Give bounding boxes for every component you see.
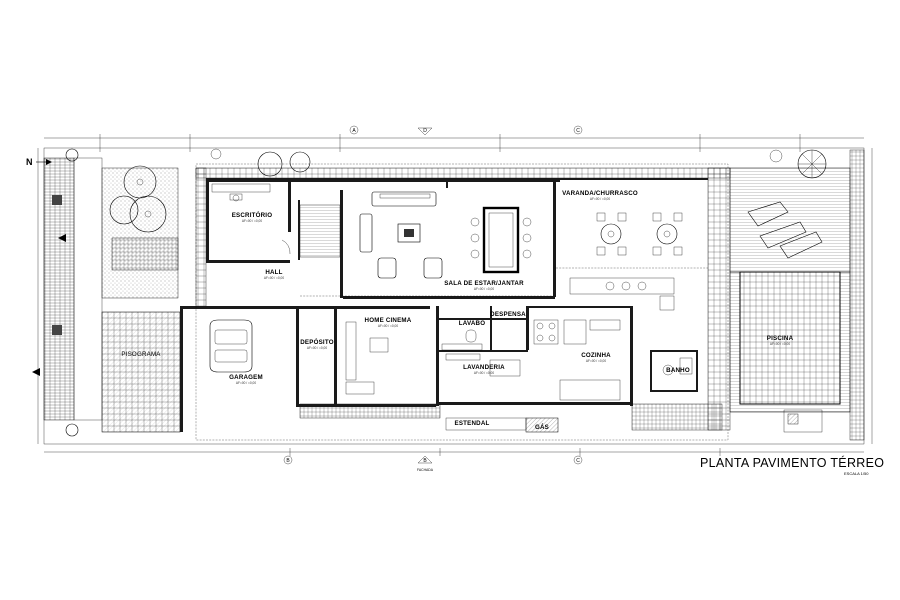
room-label-lavabo: LAVABO bbox=[459, 320, 485, 327]
roof-overhang bbox=[195, 163, 729, 441]
svg-text:AF=00 / =0,00: AF=00 / =0,00 bbox=[236, 381, 256, 385]
pool-area bbox=[729, 149, 865, 441]
house-outline bbox=[195, 167, 731, 431]
svg-text:AF=00 / =0,00: AF=00 / =0,00 bbox=[474, 287, 494, 291]
drawing-title: PLANTA PAVIMENTO TÉRREO bbox=[700, 455, 884, 470]
drawing-scale: ESCALA 1/50 bbox=[844, 471, 869, 476]
grid-mark-top: D bbox=[417, 127, 433, 136]
grid-mark-bottom: C bbox=[573, 455, 583, 465]
room-label-pisograma: PISOGRAMA bbox=[121, 351, 161, 358]
grid-mark-top: A bbox=[349, 125, 359, 135]
entrance-arrow-icon bbox=[58, 234, 66, 242]
svg-text:C: C bbox=[576, 458, 580, 464]
svg-text:N: N bbox=[26, 157, 33, 167]
entrance-arrow-icon bbox=[32, 368, 40, 376]
svg-text:AF=00 / =0,00: AF=00 / =0,00 bbox=[590, 197, 610, 201]
svg-text:B: B bbox=[423, 458, 427, 464]
svg-text:A: A bbox=[352, 128, 356, 134]
svg-text:AF=00 / =0,00: AF=00 / =0,00 bbox=[474, 371, 494, 375]
walls bbox=[180, 178, 708, 433]
car-icon bbox=[209, 319, 253, 373]
sofa-icon bbox=[371, 191, 437, 207]
svg-text:AF=00 / =0,00: AF=00 / =0,00 bbox=[242, 219, 262, 223]
tree-icon bbox=[109, 195, 139, 225]
room-label-estendal: ESTENDAL bbox=[455, 420, 490, 427]
room-label-piscina: PISCINA bbox=[767, 335, 794, 342]
room-label-banho: BANHO bbox=[666, 367, 690, 374]
svg-text:AF=00 / =0,00: AF=00 / =0,00 bbox=[264, 276, 284, 280]
room-label-home: HOME CINEMA bbox=[365, 317, 412, 324]
outdoor-table-icon bbox=[652, 212, 683, 256]
room-labels: ESCRITÓRIO AF=00 / =0,00 HALL AF=00 / =0… bbox=[121, 190, 793, 431]
room-label-gas: GÁS bbox=[535, 424, 549, 431]
facade-label: FACHADA bbox=[417, 468, 434, 472]
room-label-escritorio: ESCRITÓRIO bbox=[232, 211, 273, 219]
svg-text:D: D bbox=[423, 128, 427, 134]
lot-boundary bbox=[37, 134, 873, 456]
room-label-varanda: VARANDA/CHURRASCO bbox=[562, 190, 638, 197]
north-arrow-icon: N bbox=[26, 157, 52, 167]
armchair-icon bbox=[377, 257, 397, 279]
grid-mark-bottom: B bbox=[283, 455, 293, 465]
svg-text:AF=00 / =0,00: AF=00 / =0,00 bbox=[586, 359, 606, 363]
grid-mark-top: C bbox=[573, 125, 583, 135]
tree-icon bbox=[129, 195, 167, 233]
armchair-icon bbox=[423, 257, 443, 279]
sofa-icon bbox=[359, 213, 373, 253]
room-label-sala: SALA DE ESTAR/JANTAR bbox=[444, 280, 524, 287]
svg-text:AF=00 / =0,00: AF=00 / =0,00 bbox=[770, 342, 790, 346]
svg-text:AF=00 / =0,00: AF=00 / =0,00 bbox=[378, 324, 398, 328]
title-block: PLANTA PAVIMENTO TÉRREO ESCALA 1/50 bbox=[700, 455, 884, 476]
front-garden bbox=[32, 148, 311, 437]
grid-mark-bottom: B bbox=[417, 455, 433, 464]
room-label-cozinha: COZINHA bbox=[581, 352, 611, 359]
grid-marks: A D C B B C FACHADA bbox=[283, 125, 583, 472]
room-label-garagem: GARAGEM bbox=[229, 374, 263, 381]
svg-text:C: C bbox=[576, 128, 580, 134]
svg-text:AF=00 / =0,00: AF=00 / =0,00 bbox=[307, 346, 327, 350]
svg-text:B: B bbox=[286, 458, 290, 464]
room-label-despensa: DESPENSA bbox=[490, 311, 526, 318]
coffee-table-icon bbox=[397, 223, 421, 243]
room-label-lavanderia: LAVANDERIA bbox=[463, 364, 505, 371]
outdoor-table-icon bbox=[596, 212, 627, 256]
room-label-deposito: DEPÓSITO bbox=[300, 338, 333, 346]
room-label-hall: HALL bbox=[265, 269, 282, 276]
dining-table-icon bbox=[482, 206, 520, 274]
